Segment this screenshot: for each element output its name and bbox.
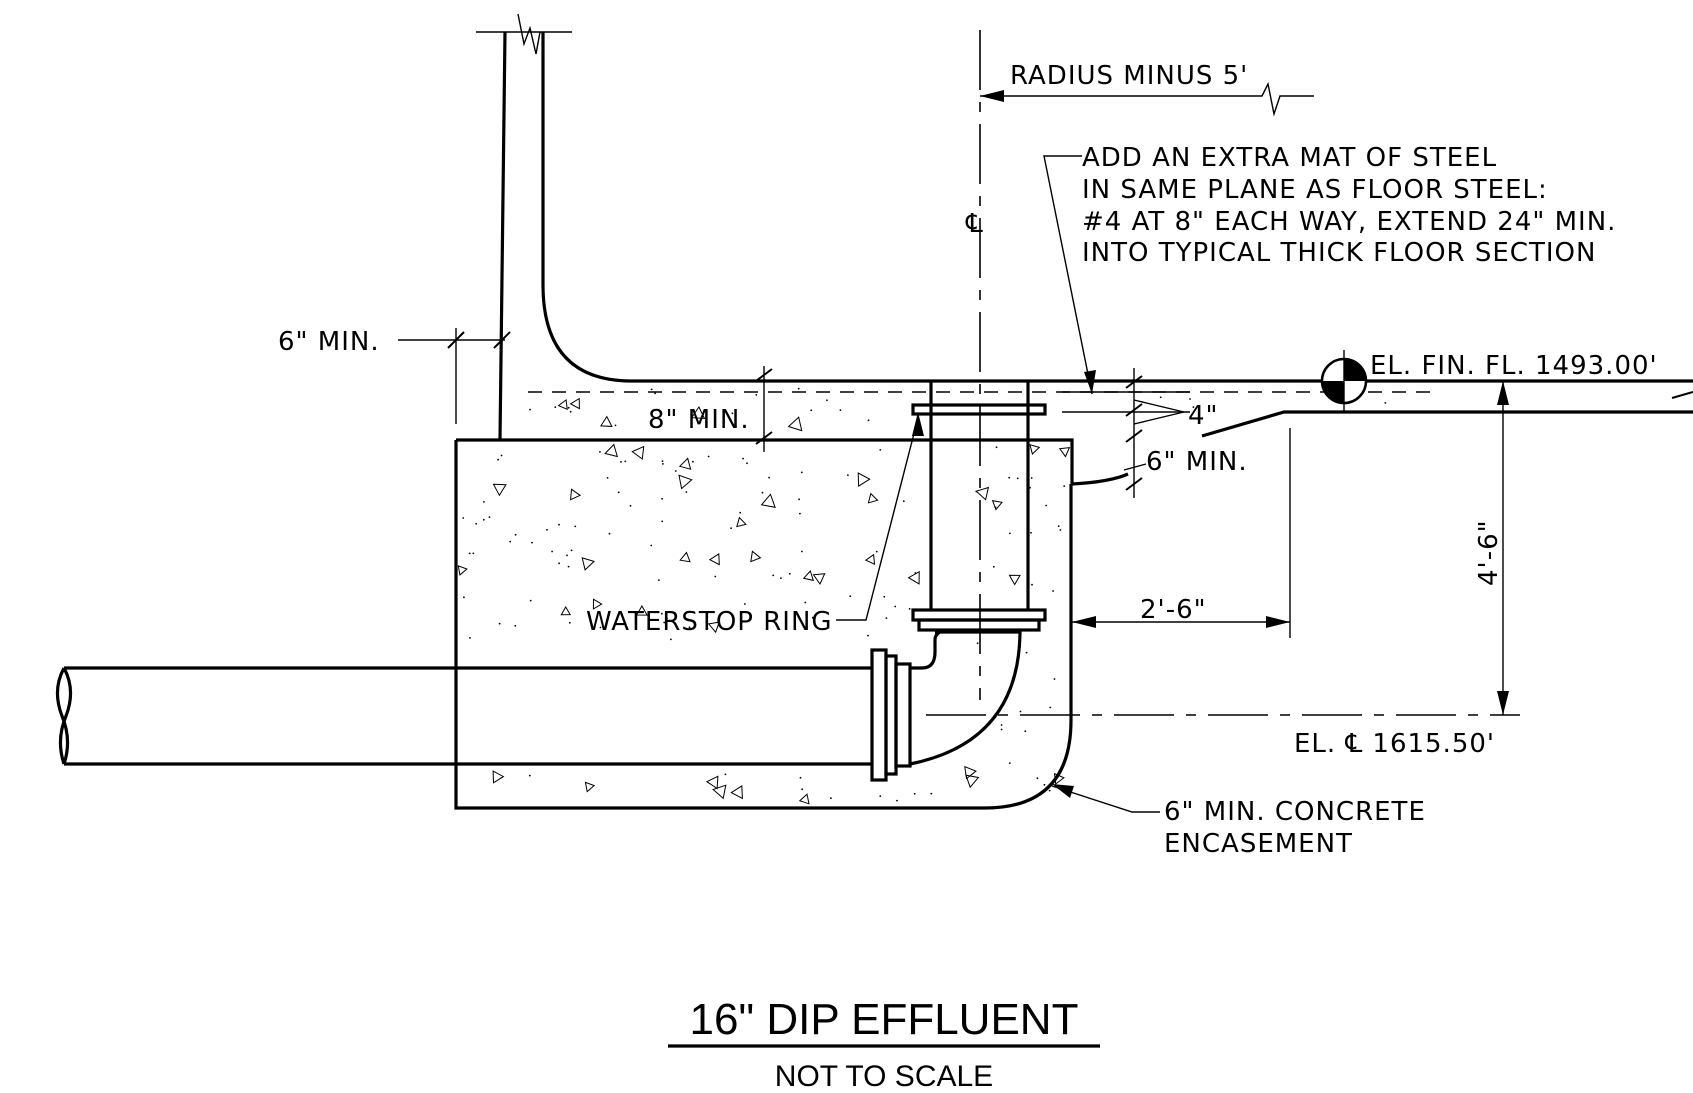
title-block: 16" DIP EFFLUENT NOT TO SCALE	[668, 995, 1100, 1093]
steel-note-line-2: IN SAME PLANE AS FLOOR STEEL:	[1082, 175, 1548, 205]
finish-floor-label: EL. FIN. FL. 1493.00'	[1370, 351, 1658, 381]
annotations: RADIUS MINUS 5' ADD AN EXTRA MAT OF STEE…	[278, 61, 1658, 859]
steel-note-line-4: INTO TYPICAL THICK FLOOR SECTION	[1082, 238, 1596, 268]
concrete-encasement	[454, 438, 1073, 810]
steel-note-line-3: #4 AT 8" EACH WAY, EXTEND 24" MIN.	[1082, 207, 1616, 237]
encasement-label-line-2: ENCASEMENT	[1164, 829, 1353, 859]
centerlines	[926, 30, 1520, 716]
invert-elevation-label: EL. ℄ 1615.50'	[1294, 729, 1495, 759]
wall-min-label: 6" MIN.	[278, 327, 380, 357]
offset-label: 2'-6"	[1140, 595, 1207, 625]
detail-title: 16" DIP EFFLUENT	[690, 995, 1079, 1044]
tank-wall	[476, 13, 631, 441]
steel-note-line-1: ADD AN EXTRA MAT OF STEEL	[1082, 143, 1497, 173]
horizontal-pipe	[55, 648, 912, 782]
floor-min-label: 8" MIN.	[648, 405, 750, 435]
centerline-symbol: ℄	[965, 209, 984, 239]
vertical-riser	[911, 381, 1047, 632]
radius-minus-label: RADIUS MINUS 5'	[1010, 61, 1248, 91]
waterstop-label: WATERSTOP RING	[586, 607, 833, 637]
recess-label: 4"	[1188, 401, 1219, 431]
dimensions	[398, 81, 1509, 813]
floor-slab	[500, 379, 1693, 486]
detail-subtitle: NOT TO SCALE	[775, 1060, 993, 1093]
elbow-fitting	[909, 628, 1022, 766]
depth-label: 4'-6"	[1474, 519, 1504, 586]
recess-min-label: 6" MIN.	[1146, 447, 1248, 477]
encasement-label-line-1: 6" MIN. CONCRETE	[1164, 797, 1426, 827]
